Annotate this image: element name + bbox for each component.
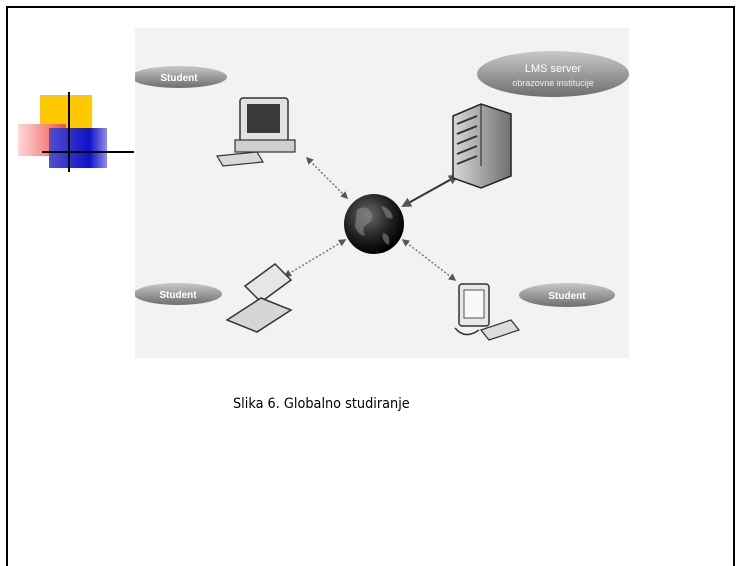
label-student-bottom-right: Student (548, 291, 586, 302)
label-oval-student-top-left: Student (135, 66, 227, 88)
slide-frame (6, 6, 735, 566)
network-diagram: Student LMS server obrazovne institucije… (135, 28, 629, 358)
label-server-sub: obrazovne institucije (512, 78, 594, 88)
decor-horizontal-line (42, 151, 134, 153)
link-student-top-left (305, 156, 349, 200)
label-student-top-left: Student (160, 73, 198, 84)
network-diagram-svg: Student LMS server obrazovne institucije… (135, 51, 629, 341)
label-server: LMS server (525, 63, 582, 75)
link-student-bottom-right (401, 239, 457, 281)
decor-vertical-line (68, 92, 70, 172)
figure-caption: Slika 6. Globalno studiranje (233, 396, 410, 412)
laptop-icon (225, 263, 293, 333)
label-student-bottom-left: Student (159, 290, 197, 301)
flat-monitor-icon (454, 283, 521, 341)
label-oval-student-bottom-left: Student (135, 283, 222, 305)
globe-icon (344, 194, 404, 254)
label-oval-server: LMS server obrazovne institucije (477, 51, 629, 97)
desktop-computer-icon (215, 97, 296, 167)
decor-blue-square (49, 128, 107, 168)
server-icon (452, 103, 512, 189)
link-student-bottom-left (283, 239, 347, 277)
link-server (401, 175, 459, 207)
label-oval-student-bottom-right: Student (519, 283, 615, 307)
